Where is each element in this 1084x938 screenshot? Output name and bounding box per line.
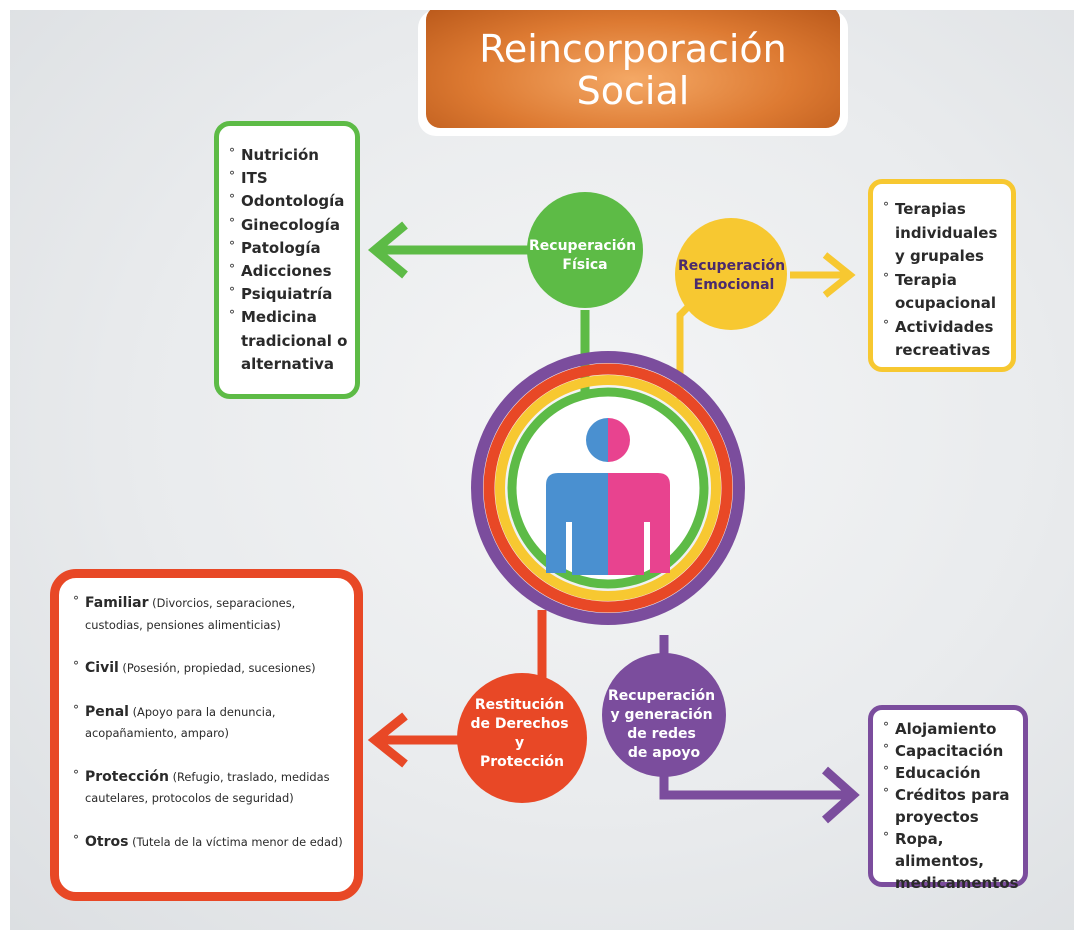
page-title: Reincorporación Social bbox=[426, 10, 840, 128]
item-detail: (Posesión, propiedad, sucesiones) bbox=[122, 661, 316, 675]
node-emocional-circle bbox=[675, 218, 787, 330]
redes-arrowhead bbox=[822, 766, 860, 824]
list-item: Capacitación bbox=[883, 738, 1019, 762]
item-term: Penal bbox=[85, 703, 129, 720]
list-item: Ropa, alimentos, medicamentos bbox=[883, 826, 1019, 894]
fisica-list: Nutrición ITS Odontología Ginecología Pa… bbox=[229, 142, 349, 376]
item-detail: (Divorcios, separaciones, custodias, pen… bbox=[85, 596, 296, 632]
fisica-arrowhead bbox=[367, 221, 408, 279]
node-derechos-label-2: de Derechos bbox=[471, 716, 569, 732]
node-fisica-label-1: Recuperación bbox=[529, 238, 636, 254]
node-fisica-circle bbox=[527, 192, 643, 308]
person-icon bbox=[546, 418, 670, 575]
list-item: Actividades recreativas bbox=[883, 314, 1007, 363]
item-detail: (Refugio, traslado, medidas cautelares, … bbox=[85, 769, 330, 806]
list-item: Educación bbox=[883, 760, 1019, 784]
list-item: Patología bbox=[229, 235, 349, 260]
node-derechos-label-4: Protección bbox=[480, 754, 564, 770]
emocional-list-box: Terapias individuales y grupales Terapia… bbox=[868, 179, 1016, 372]
list-item: Terapias individuales y grupales bbox=[883, 196, 1007, 269]
item-term: Protección bbox=[85, 768, 169, 785]
node-derechos-label-1: Restitución bbox=[475, 697, 564, 713]
list-item: Ginecología bbox=[229, 212, 349, 237]
list-item: Protección (Refugio, traslado, medidas c… bbox=[73, 765, 346, 810]
ring-red bbox=[483, 363, 733, 613]
redes-list: Alojamiento Capacitación Educación Crédi… bbox=[883, 716, 1019, 894]
diagram-graphics: Recuperación Física Recuperación Emocion… bbox=[367, 192, 860, 824]
title-box: Reincorporación Social bbox=[418, 10, 848, 136]
redes-arrow-line bbox=[659, 770, 850, 800]
emocional-list: Terapias individuales y grupales Terapia… bbox=[883, 196, 1007, 363]
list-item: Nutrición bbox=[229, 142, 349, 167]
item-detail: (Tutela de la víctima menor de edad) bbox=[132, 834, 343, 849]
derechos-list: Familiar (Divorcios, separaciones, custo… bbox=[73, 591, 346, 854]
title-line-2: Social bbox=[576, 69, 690, 113]
svg-text:Recuperación Emocional: Recuperación Emocional bbox=[678, 258, 790, 293]
fisica-list-box: Nutrición ITS Odontología Ginecología Pa… bbox=[214, 121, 360, 399]
item-detail: (Apoyo para la denuncia, acopañamiento, … bbox=[85, 704, 276, 741]
list-item: Terapia ocupacional bbox=[883, 267, 1007, 316]
node-redes-label-3: de redes bbox=[627, 726, 696, 742]
list-item: Odontología bbox=[229, 188, 349, 213]
emocional-arrowhead bbox=[822, 252, 856, 298]
svg-text:Recuperación Física: Recuperación Física bbox=[529, 238, 641, 273]
node-redes-label-2: y generación bbox=[611, 707, 713, 723]
node-fisica-label-2: Física bbox=[562, 257, 607, 273]
item-term: Civil bbox=[85, 660, 119, 676]
node-emocional-label-1: Recuperación bbox=[678, 258, 785, 274]
title-line-1: Reincorporación bbox=[479, 27, 787, 71]
list-item: Adicciones bbox=[229, 258, 349, 283]
redes-list-box: Alojamiento Capacitación Educación Crédi… bbox=[868, 705, 1028, 892]
list-item: Psiquiatría bbox=[229, 281, 349, 306]
svg-text:Restitución de Derechos: Restitución de Derechos y Protección bbox=[471, 697, 574, 770]
list-item: Créditos para proyectos bbox=[883, 782, 1019, 828]
ring-yellow bbox=[495, 375, 721, 601]
node-emocional-label-2: Emocional bbox=[694, 277, 775, 293]
node-derechos-circle bbox=[457, 673, 587, 803]
item-term: Otros bbox=[85, 833, 129, 850]
ring-purple bbox=[471, 351, 745, 625]
node-derechos-label-3: y bbox=[515, 735, 524, 751]
derechos-list-box: Familiar (Divorcios, separaciones, custo… bbox=[50, 569, 363, 901]
list-item: Familiar (Divorcios, separaciones, custo… bbox=[73, 591, 346, 636]
list-item: ITS bbox=[229, 165, 349, 190]
list-item: Alojamiento bbox=[883, 716, 1019, 740]
list-item: Civil (Posesión, propiedad, sucesiones) bbox=[73, 656, 346, 680]
list-item: Medicina tradicional o alternativa bbox=[229, 304, 349, 376]
node-redes-circle bbox=[602, 653, 726, 777]
diagram-canvas: Recuperación Física Recuperación Emocion… bbox=[10, 10, 1074, 930]
svg-text:Recuperación y generació: Recuperación y generación de redes de ap… bbox=[608, 688, 720, 761]
node-redes-label-4: de apoyo bbox=[628, 745, 701, 761]
node-redes-label-1: Recuperación bbox=[608, 688, 715, 704]
derechos-arrowhead bbox=[367, 712, 408, 768]
list-item: Penal (Apoyo para la denuncia, acopañami… bbox=[73, 700, 346, 745]
list-item: Otros (Tutela de la víctima menor de eda… bbox=[73, 830, 346, 854]
item-term: Familiar bbox=[85, 595, 149, 611]
